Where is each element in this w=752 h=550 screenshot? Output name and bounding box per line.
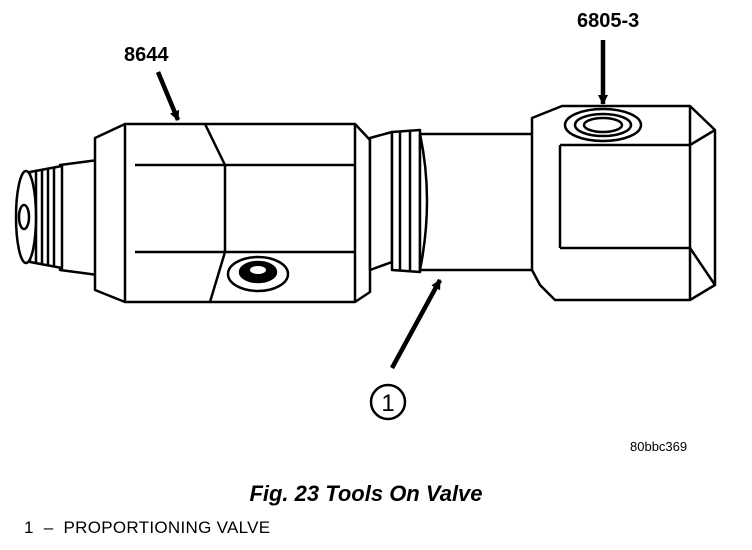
tool-8644-body — [93, 122, 372, 304]
callout-number: 1 — [381, 390, 394, 417]
arrow-8644 — [155, 71, 181, 121]
figure-caption: Fig. 23 Tools On Valve — [249, 481, 483, 506]
tool-6805-3-body — [530, 104, 717, 302]
port-8644 — [226, 255, 290, 293]
label-8644: 8644 — [124, 44, 169, 66]
legend-number: 1 — [24, 518, 34, 537]
proportioning-valve — [368, 128, 550, 274]
valve-diagram: 8644 6805-3 1 80bbc369 — [14, 10, 717, 454]
arrow-valve — [390, 278, 442, 370]
reference-code: 80bbc369 — [630, 439, 687, 454]
legend: 1–PROPORTIONING VALVE — [24, 518, 270, 538]
threaded-fitting — [14, 158, 100, 277]
legend-text: PROPORTIONING VALVE — [63, 518, 271, 537]
port-6805-3 — [563, 107, 643, 143]
legend-separator: – — [43, 518, 54, 537]
label-6805-3: 6805-3 — [577, 10, 639, 32]
callout-circle — [369, 383, 407, 421]
